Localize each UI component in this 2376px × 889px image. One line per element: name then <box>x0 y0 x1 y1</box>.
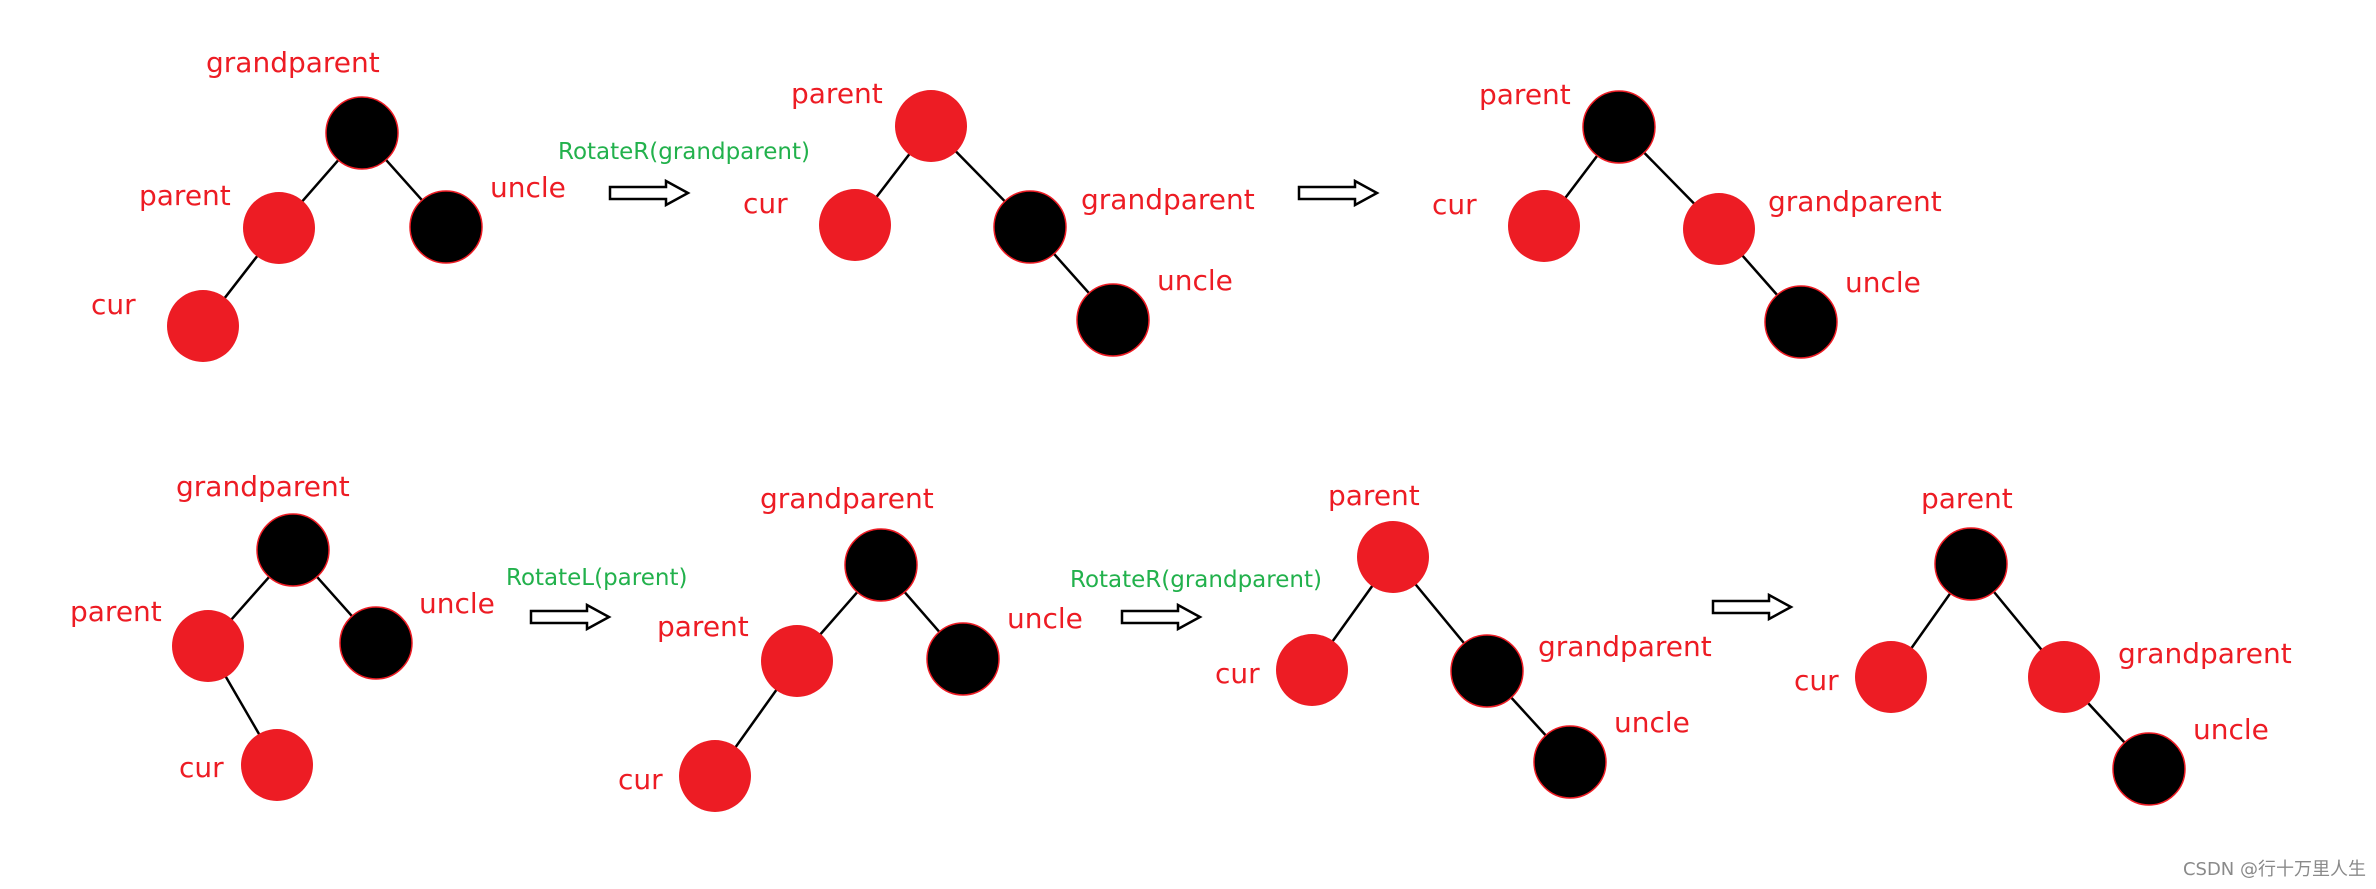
node-grandparent-black <box>325 96 399 170</box>
label-grandparent: grandparent <box>1081 183 1255 216</box>
label-parent: parent <box>70 595 162 628</box>
node-cur-red <box>679 740 751 812</box>
node-grandparent-black <box>844 528 918 602</box>
operation-label: RotateR(grandparent) <box>558 139 810 165</box>
node-uncle-black <box>2112 732 2186 806</box>
node-grandparent-black <box>993 190 1067 264</box>
edge-parent-grandparent <box>951 146 1010 207</box>
label-uncle: uncle <box>1157 264 1233 297</box>
node-parent-black <box>1582 90 1656 164</box>
node-uncle-black <box>1764 285 1838 359</box>
label-parent: parent <box>1479 78 1571 111</box>
node-parent-red <box>243 192 315 264</box>
node-parent-red <box>895 90 967 162</box>
node-cur-red <box>167 290 239 362</box>
label-parent: parent <box>657 610 749 643</box>
label-parent: parent <box>1328 479 1420 512</box>
label-uncle: uncle <box>1845 266 1921 299</box>
node-cur-red <box>1508 190 1580 262</box>
edge-grandparent-uncle <box>1506 692 1551 741</box>
edge-grandparent-uncle <box>312 571 357 622</box>
edge-parent-cur <box>731 685 781 752</box>
edge-parent-cur <box>1907 588 1955 653</box>
label-grandparent: grandparent <box>760 482 934 515</box>
edge-grandparent-parent <box>227 572 274 624</box>
edges-layer <box>220 146 2130 752</box>
label-grandparent: grandparent <box>176 470 350 503</box>
edge-grandparent-parent <box>298 155 343 206</box>
node-parent-red <box>1357 521 1429 593</box>
edge-parent-grandparent <box>1411 579 1469 649</box>
edge-parent-cur <box>220 251 262 303</box>
operation-label: RotateR(grandparent) <box>1070 567 1322 593</box>
label-cur: cur <box>91 288 136 321</box>
node-cur-red <box>819 189 891 261</box>
node-parent-red <box>172 610 244 682</box>
label-uncle: uncle <box>419 587 495 620</box>
label-cur: cur <box>1432 188 1477 221</box>
label-cur: cur <box>1215 657 1260 690</box>
edge-grandparent-uncle <box>1049 248 1094 299</box>
label-uncle: uncle <box>2193 713 2269 746</box>
transition-arrow <box>529 602 612 632</box>
node-grandparent-black <box>256 513 330 587</box>
edge-grandparent-uncle <box>2083 698 2130 748</box>
node-uncle-black <box>409 190 483 264</box>
nodes-layer <box>167 90 2186 812</box>
edge-parent-grandparent <box>1639 147 1699 209</box>
node-uncle-black <box>1076 283 1150 357</box>
node-grandparent-black <box>1450 634 1524 708</box>
operation-label: RotateL(parent) <box>506 565 687 591</box>
node-uncle-black <box>926 622 1000 696</box>
edge-grandparent-parent <box>816 587 862 639</box>
edge-grandparent-uncle <box>381 154 427 206</box>
edge-grandparent-uncle <box>1738 251 1782 300</box>
transition-arrow <box>608 178 691 208</box>
label-parent: parent <box>1921 482 2013 515</box>
label-grandparent: grandparent <box>1768 185 1942 218</box>
node-cur-red <box>241 729 313 801</box>
node-uncle-black <box>1533 725 1607 799</box>
edge-parent-cur <box>1561 150 1602 203</box>
label-uncle: uncle <box>1614 706 1690 739</box>
node-grandparent-red <box>2028 641 2100 713</box>
label-cur: cur <box>1794 664 1839 697</box>
node-cur-red <box>1276 634 1348 706</box>
label-parent: parent <box>139 179 231 212</box>
transition-arrow <box>1711 592 1794 622</box>
label-uncle: uncle <box>1007 602 1083 635</box>
label-cur: cur <box>179 751 224 784</box>
label-grandparent: grandparent <box>1538 630 1712 663</box>
node-cur-red <box>1855 641 1927 713</box>
transition-arrow <box>1297 178 1380 208</box>
edge-grandparent-uncle <box>900 587 944 637</box>
node-parent-black <box>1934 527 2008 601</box>
label-grandparent: grandparent <box>206 46 380 79</box>
label-cur: cur <box>743 187 788 220</box>
transition-arrow <box>1120 602 1203 632</box>
watermark: CSDN @行十万里人生 <box>2182 859 2366 880</box>
label-grandparent: grandparent <box>2118 637 2292 670</box>
node-uncle-black <box>339 606 413 680</box>
label-cur: cur <box>618 763 663 796</box>
edge-parent-cur <box>872 149 914 202</box>
arrows-layer <box>529 178 1794 632</box>
edge-parent-grandparent <box>1989 586 2046 655</box>
edge-parent-cur <box>222 671 263 740</box>
edge-parent-cur <box>1328 581 1377 646</box>
label-uncle: uncle <box>490 171 566 204</box>
node-parent-red <box>761 625 833 697</box>
label-parent: parent <box>791 77 883 110</box>
labels-layer: grandparent parent uncle cur parent cur grandp… <box>70 46 2292 796</box>
node-grandparent-red <box>1683 193 1755 265</box>
